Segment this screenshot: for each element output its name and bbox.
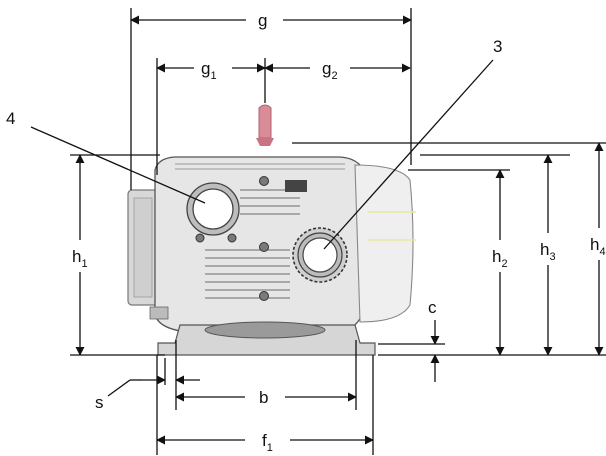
top-fins xyxy=(175,163,345,170)
port-4 xyxy=(186,182,240,236)
label-b: b xyxy=(259,388,268,407)
label-h3: h3 xyxy=(540,240,556,263)
port-3 xyxy=(292,227,348,283)
name-plate xyxy=(285,180,307,192)
dimension-lines xyxy=(30,8,606,455)
callout-3: 3 xyxy=(493,37,502,56)
label-h2: h2 xyxy=(492,247,508,270)
label-g2: g2 xyxy=(322,59,338,82)
label-f1: f1 xyxy=(262,431,273,454)
bolts xyxy=(195,176,269,301)
label-g: g xyxy=(258,11,267,30)
cooling-fins xyxy=(205,189,300,299)
top-knob xyxy=(258,104,272,139)
label-h4: h4 xyxy=(590,235,606,258)
callout-4: 4 xyxy=(6,109,15,128)
label-s: s xyxy=(95,393,104,412)
pump-illustration xyxy=(127,104,416,356)
label-c: c xyxy=(428,298,437,317)
pump-right-end xyxy=(354,164,414,323)
label-h1: h1 xyxy=(72,247,88,270)
dimension-labels: g g1 g2 h1 h2 h3 h4 c s b f1 3 4 xyxy=(6,11,606,454)
label-g1: g1 xyxy=(201,59,217,82)
